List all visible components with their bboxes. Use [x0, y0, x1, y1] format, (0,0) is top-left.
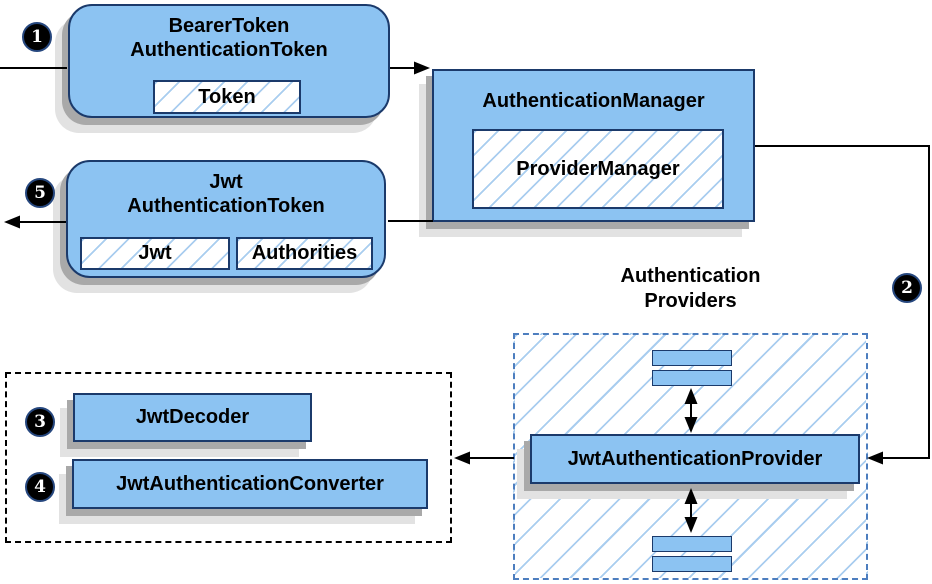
- bearer-token-title-line1: BearerToken: [168, 15, 290, 37]
- provider-to-decoders-arrow: [454, 451, 514, 465]
- authentication-providers-title: Authentication Providers: [513, 264, 868, 314]
- jwt-token-title-line2: AuthenticationToken: [127, 195, 325, 217]
- provider-stack-bar-2: [652, 370, 732, 386]
- jwt-authentication-provider-node: JwtAuthenticationProvider: [530, 434, 860, 484]
- jwt-token-outgoing-arrow: [4, 215, 66, 229]
- authentication-manager-node: AuthenticationManager ProviderManager: [432, 69, 755, 222]
- jwt-field: Jwt: [80, 237, 230, 270]
- step-4-badge: 4: [25, 472, 55, 502]
- jwt-token-title-line1: Jwt: [209, 171, 243, 193]
- jwt-decoder-node: JwtDecoder: [73, 393, 312, 442]
- bearer-to-manager-arrow: [390, 61, 430, 75]
- decoder-converter-group: [5, 372, 452, 543]
- authentication-manager-title: AuthenticationManager: [482, 90, 705, 112]
- authentication-providers-title-line2: Providers: [644, 290, 737, 312]
- bearer-token-node-title: BearerToken AuthenticationToken: [70, 14, 388, 62]
- provider-manager-field: ProviderManager: [472, 129, 724, 209]
- provider-stack-bar-4: [652, 556, 732, 572]
- jwt-authentication-converter-node: JwtAuthenticationConverter: [72, 459, 428, 509]
- step-1-badge: 1: [22, 22, 52, 52]
- authentication-providers-group: JwtAuthenticationProvider: [513, 333, 868, 580]
- step-5-badge: 5: [25, 178, 55, 208]
- jwt-authentication-token-node: Jwt AuthenticationToken Jwt Authorities: [66, 160, 386, 278]
- provider-stack-bar-3: [652, 536, 732, 552]
- bearer-token-authentication-token-node: BearerToken AuthenticationToken Token: [68, 4, 390, 118]
- bearer-token-title-line2: AuthenticationToken: [130, 39, 328, 61]
- step-3-badge: 3: [25, 407, 55, 437]
- step-2-badge: 2: [892, 273, 922, 303]
- authentication-providers-title-line1: Authentication: [620, 265, 761, 287]
- jwt-token-node-title: Jwt AuthenticationToken: [68, 170, 384, 218]
- token-field: Token: [153, 80, 301, 114]
- authorities-field: Authorities: [236, 237, 373, 270]
- provider-stack-bar-1: [652, 350, 732, 366]
